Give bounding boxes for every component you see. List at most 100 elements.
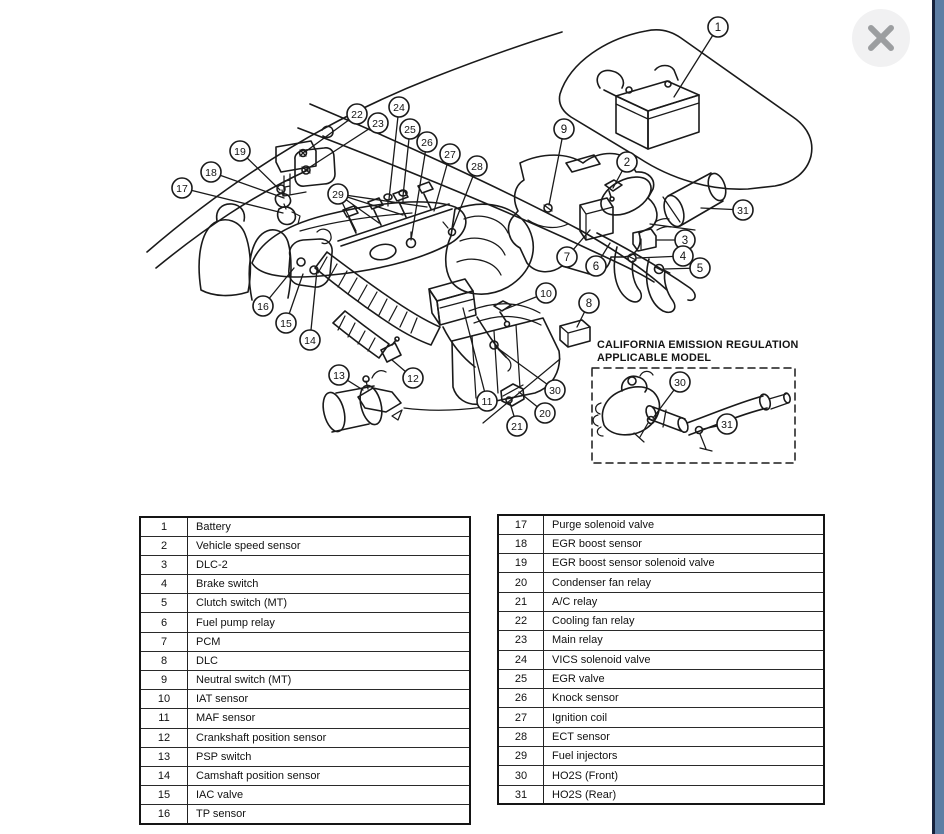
ca-note-line1: CALIFORNIA EMISSION REGULATION (597, 339, 799, 351)
callout-27: 27 (439, 143, 461, 165)
legend-number-cell: 25 (498, 668, 544, 689)
callout-19: 19 (229, 140, 251, 162)
callout-leader-23 (306, 122, 379, 170)
legend-label-cell: VICS solenoid valve (543, 649, 824, 670)
svg-text:3: 3 (682, 235, 688, 247)
callout-leader-9 (548, 128, 565, 206)
legend-number-cell: 13 (140, 746, 188, 767)
legend-label-cell: IAC valve (187, 785, 470, 805)
callout-31: 31 (732, 199, 754, 221)
legend-number-cell: 11 (140, 708, 188, 729)
callout-bubbles: 1234567891011121314151617181920212223242… (171, 16, 754, 437)
callout-30: 30 (669, 371, 691, 393)
svg-text:26: 26 (421, 137, 433, 149)
hood-outline (558, 29, 813, 191)
svg-text:8: 8 (586, 298, 592, 310)
svg-text:17: 17 (176, 183, 188, 195)
legend-label-cell: EGR boost sensor solenoid valve (543, 553, 824, 573)
callout-15: 15 (275, 312, 297, 334)
svg-text:22: 22 (351, 109, 363, 121)
callout-22: 22 (346, 103, 368, 125)
callout-29: 29 (327, 183, 349, 205)
legend-label-cell: Ignition coil (543, 707, 824, 728)
legend-number-cell: 30 (498, 765, 544, 786)
callout-1: 1 (707, 16, 729, 38)
svg-text:4: 4 (680, 251, 687, 263)
svg-text:14: 14 (304, 335, 316, 347)
callout-18: 18 (200, 161, 222, 183)
legend-label-cell: EGR valve (543, 668, 824, 689)
transmission-art (500, 152, 696, 407)
legend-number-cell: 15 (140, 785, 188, 805)
ca-emission-art (591, 367, 796, 464)
callout-26: 26 (416, 131, 438, 153)
legend-number-cell: 5 (140, 593, 188, 613)
svg-text:24: 24 (393, 102, 405, 114)
svg-text:1: 1 (715, 22, 721, 34)
callout-30: 30 (544, 379, 566, 401)
callout-8: 8 (578, 292, 600, 314)
legend-label-cell: Purge solenoid valve (552, 518, 655, 531)
svg-text:6: 6 (593, 261, 599, 273)
egr-cluster-art (274, 184, 301, 226)
legend-number-cell: 1 (140, 517, 188, 537)
legend-number-cell: 19 (498, 553, 544, 573)
legend-label-cell: DLC (187, 650, 470, 671)
callout-leader-11 (462, 307, 488, 402)
scrollbar[interactable] (932, 0, 944, 834)
callout-13: 13 (328, 364, 350, 386)
callout-16: 16 (252, 295, 274, 317)
callout-24: 24 (388, 96, 410, 118)
svg-text:29: 29 (332, 189, 344, 201)
svg-text:15: 15 (280, 318, 292, 330)
svg-text:16: 16 (257, 301, 269, 313)
callout-28: 28 (466, 155, 488, 177)
legend-label-cell: HO2S (Front) (543, 765, 824, 786)
legend-number-cell: 7 (140, 631, 188, 652)
svg-text:28: 28 (471, 161, 483, 173)
svg-text:23: 23 (372, 118, 384, 130)
legend-label-cell: A/C relay (543, 591, 824, 612)
legend-label-cell: Crankshaft position sensor (187, 727, 470, 748)
legend-label-cell: Vehicle speed sensor (187, 535, 470, 556)
legend-number-cell: 10 (140, 689, 188, 709)
callout-6: 6 (585, 255, 607, 277)
legend-number-cell: 17 (498, 515, 544, 535)
legend-number-cell: 23 (498, 630, 544, 651)
callout-14: 14 (299, 329, 321, 351)
throttle-body-art (288, 228, 333, 288)
legend-label-cell: Fuel pump relay (187, 612, 470, 633)
callout-leader-1 (673, 26, 719, 98)
legend-number-cell: 22 (498, 610, 544, 631)
svg-text:12: 12 (407, 373, 419, 385)
callout-leader-25 (402, 128, 411, 197)
callout-25: 25 (399, 118, 421, 140)
close-icon (868, 25, 894, 51)
callout-leader-18 (210, 171, 285, 199)
callout-leader-24 (388, 106, 400, 200)
callout-31: 31 (716, 413, 738, 435)
muffler-art (649, 172, 727, 231)
legend-number-cell: 16 (140, 804, 188, 824)
legend-label-cell: Brake switch (187, 574, 470, 594)
legend-label-cell: Main relay (543, 630, 824, 651)
callout-9: 9 (553, 118, 575, 140)
legend-label-cell: ECT sensor (543, 726, 824, 747)
legend-label-cell: DLC-2 (187, 554, 470, 575)
legend-number-cell: 8 (140, 650, 188, 671)
svg-text:9: 9 (561, 124, 567, 136)
legend-label-cell: PCM (187, 631, 470, 652)
close-button[interactable] (852, 9, 910, 67)
